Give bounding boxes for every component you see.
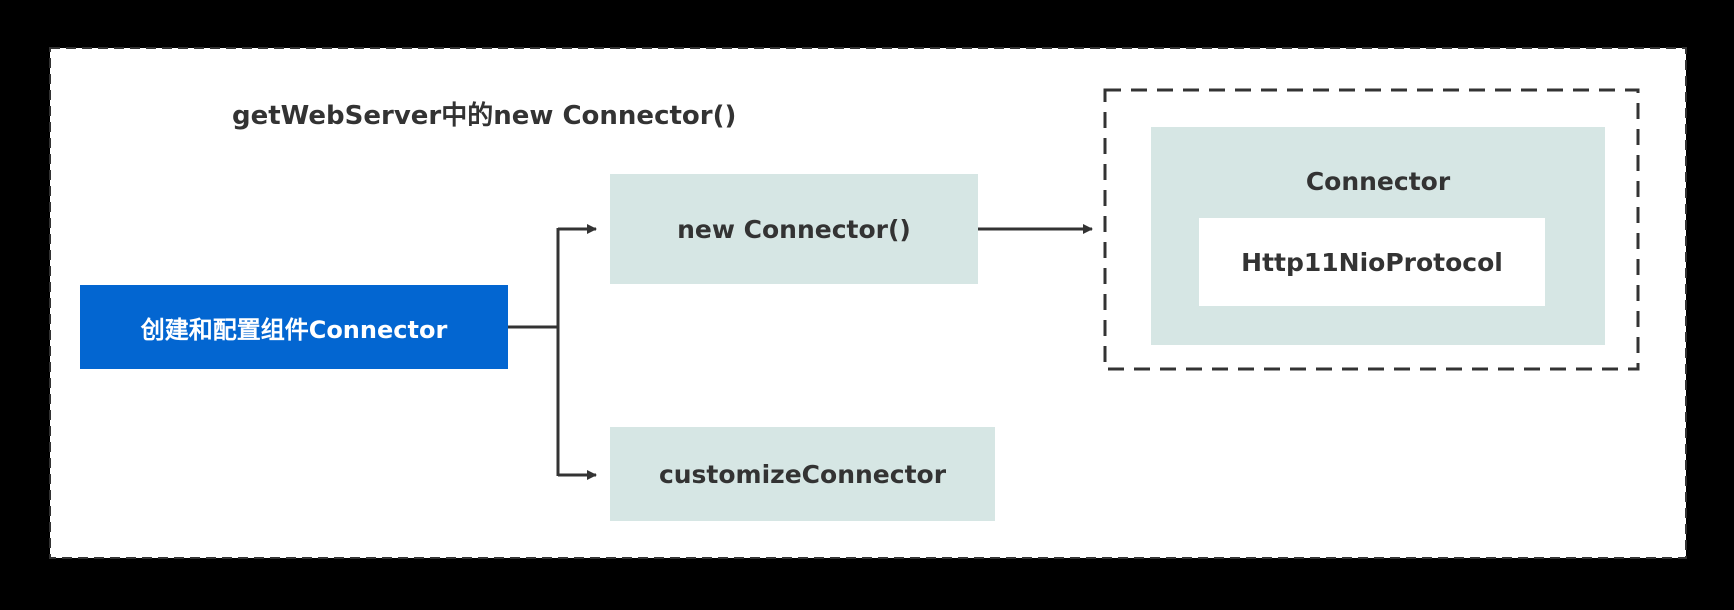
connector-group-title: Connector	[1305, 167, 1451, 196]
protocol-label: Http11NioProtocol	[1241, 247, 1503, 277]
source-node: 创建和配置组件Connector	[80, 285, 508, 369]
new-connector-label: new Connector()	[677, 214, 911, 244]
diagram-title: getWebServer中的new Connector()	[232, 101, 737, 131]
customize-connector-node: customizeConnector	[610, 427, 995, 521]
new-connector-node: new Connector()	[610, 174, 978, 284]
protocol-node: Http11NioProtocol	[1199, 218, 1545, 306]
connector-group-node: Connector Http11NioProtocol	[1151, 127, 1605, 345]
source-node-label: 创建和配置组件Connector	[140, 315, 448, 344]
customize-connector-label: customizeConnector	[658, 459, 947, 489]
